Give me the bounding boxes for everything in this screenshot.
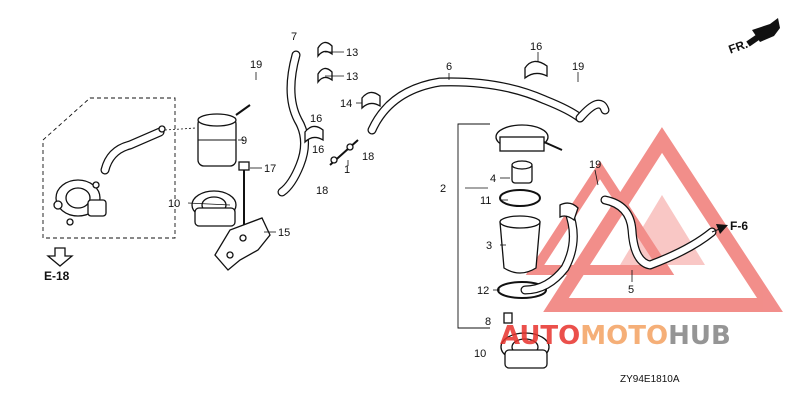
callout-16-left: 16	[310, 113, 322, 125]
callout-10-upper: 10	[168, 198, 180, 210]
filter-bracket-left-part	[191, 190, 237, 227]
callout-11: 11	[480, 195, 491, 207]
callout-2: 2	[440, 183, 446, 195]
callout-9: 9	[241, 135, 247, 147]
filter-cup-part	[499, 215, 541, 274]
callout-6: 6	[446, 61, 452, 73]
drain-screw-part	[503, 312, 513, 324]
callout-19-left: 19	[250, 59, 262, 71]
fuel-filter-part	[197, 104, 251, 167]
callout-19-lower: 19	[589, 159, 601, 171]
e18-reference-label: E-18	[44, 269, 70, 283]
front-direction-arrow-icon	[746, 18, 780, 47]
diagram-code-label: ZY94E1810A	[620, 374, 680, 385]
hose-clip-13-part	[317, 41, 333, 84]
callout-1: 1	[344, 164, 350, 176]
callout-17: 17	[264, 163, 276, 175]
callout-4: 4	[490, 173, 496, 185]
filter-head-part	[495, 124, 563, 152]
callout-7: 7	[291, 31, 297, 43]
callout-8: 8	[485, 316, 491, 328]
callout-18-left: 18	[316, 185, 328, 197]
filter-bracket-lower-part	[500, 332, 550, 369]
callout-16-right: 16	[530, 41, 542, 53]
hose-clip-16-part	[304, 125, 324, 144]
callout-10-lower: 10	[474, 348, 486, 360]
callout-14: 14	[340, 98, 352, 110]
hose-clip-16b-part	[524, 60, 548, 80]
hose-clip-14-part	[361, 91, 381, 110]
callout-18-right: 18	[362, 151, 374, 163]
f6-reference-label: F-6	[730, 219, 748, 233]
callout-19-right: 19	[572, 61, 584, 73]
filter-assembly-bracket	[457, 123, 490, 329]
callout-13-lower: 13	[346, 71, 358, 83]
fuel-pump-part	[53, 179, 107, 226]
callout-13-upper: 13	[346, 47, 358, 59]
front-direction-label: FR.	[727, 37, 750, 57]
callout-3: 3	[486, 240, 492, 252]
callout-15: 15	[278, 227, 290, 239]
pump-detail-box	[42, 97, 176, 239]
e18-reference-arrow-icon	[46, 247, 74, 267]
callout-5: 5	[628, 284, 634, 296]
float-part	[511, 160, 533, 184]
watermark-text: AUTOMOTOHUB	[500, 321, 731, 351]
callout-16-mid: 16	[312, 144, 324, 156]
mounting-bracket-part	[214, 217, 271, 271]
o-ring-part	[499, 189, 541, 207]
callout-12: 12	[477, 285, 489, 297]
